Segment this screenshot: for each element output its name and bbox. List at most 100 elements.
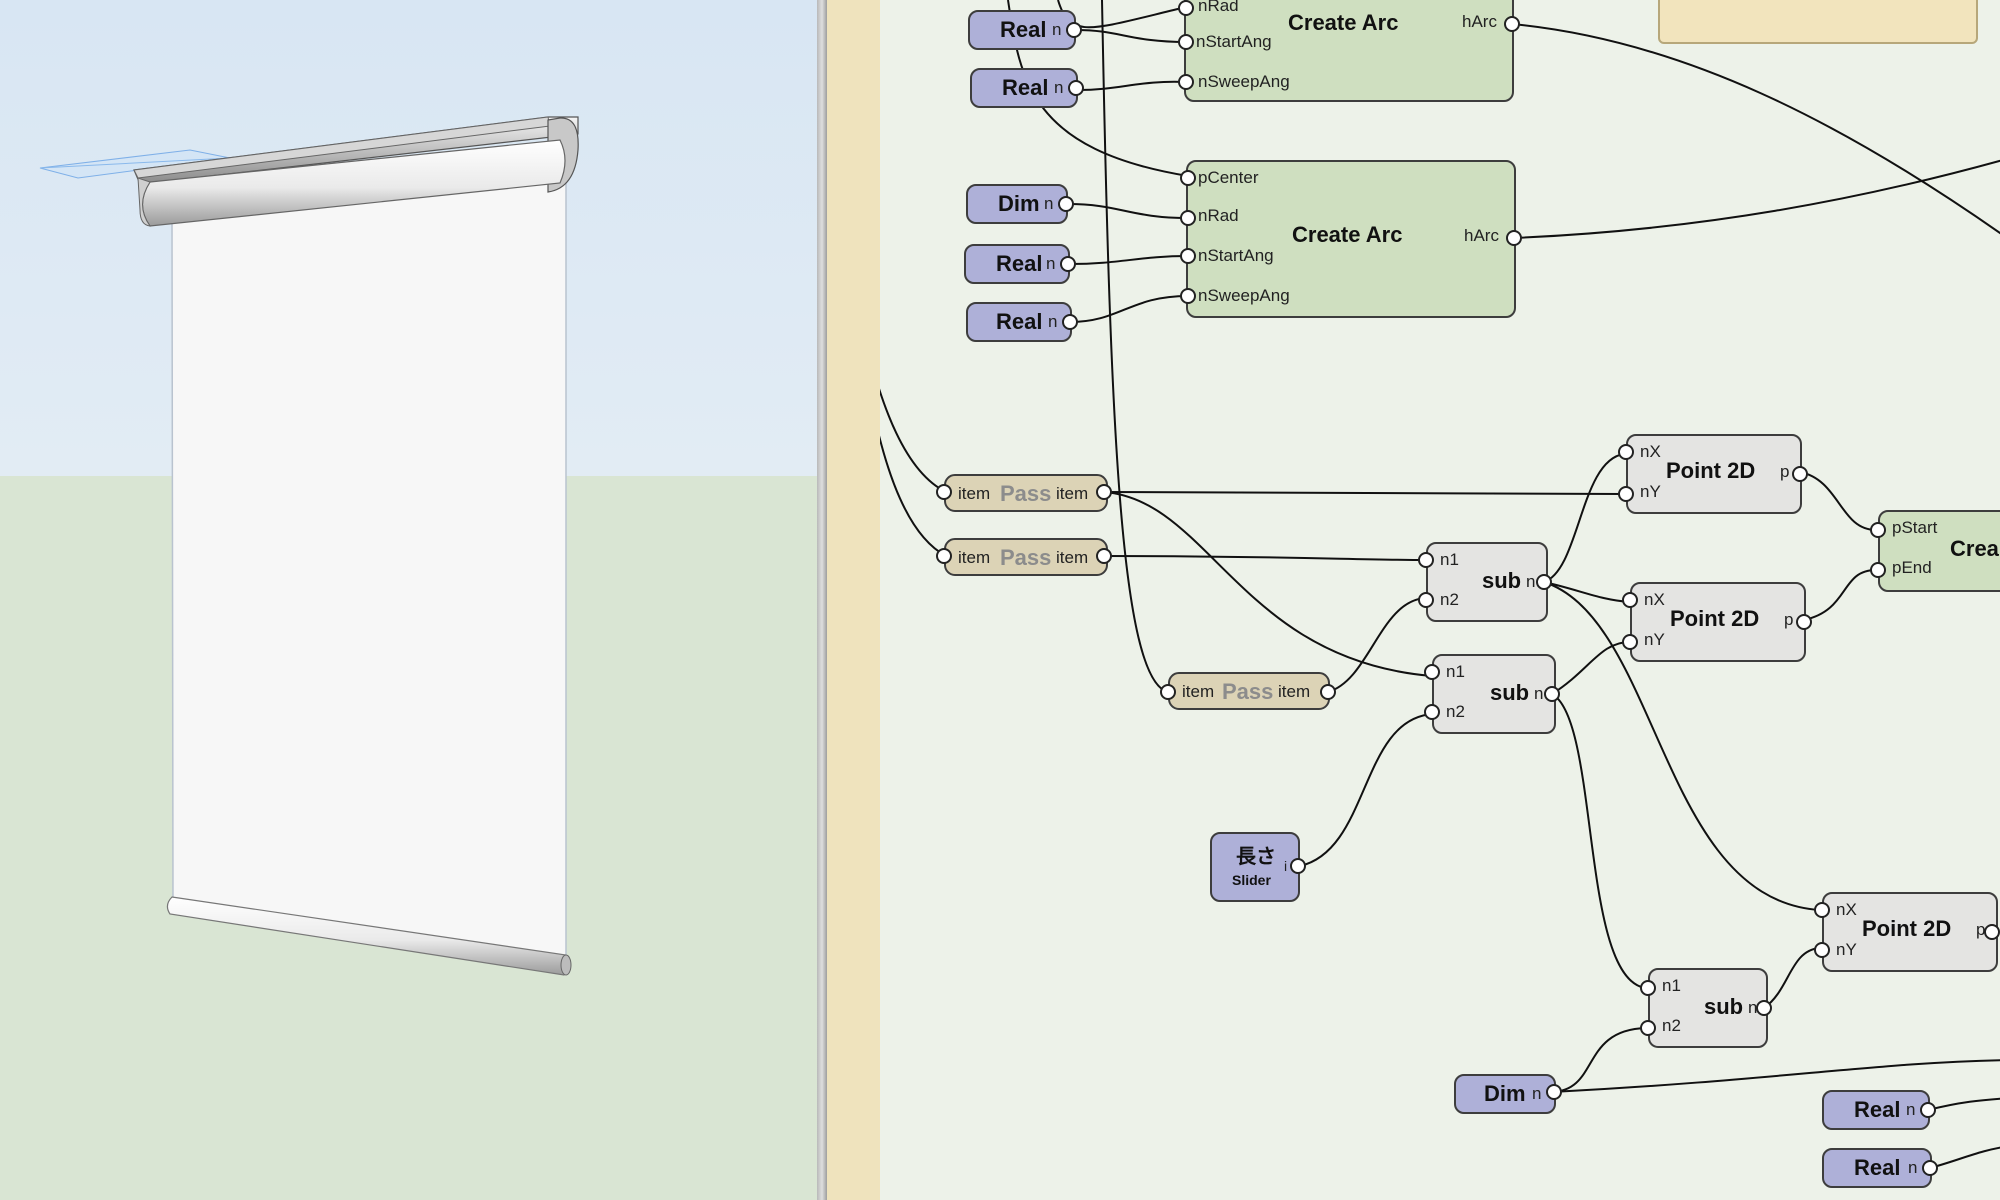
port-label-ny: nY: [1644, 630, 1665, 649]
node-canvas-left-strip: [827, 0, 881, 1200]
port-label-p: p: [1784, 610, 1794, 629]
port-label-n: n: [1046, 254, 1056, 273]
sub-node-2[interactable]: n1 n2 sub n: [1432, 654, 1556, 734]
output-pin-n[interactable]: [1062, 314, 1078, 330]
sub-node-3[interactable]: n1 n2 sub n: [1648, 968, 1768, 1048]
comment-note[interactable]: [1658, 0, 1978, 44]
input-pin-ny[interactable]: [1618, 486, 1634, 502]
node-title: Real: [996, 251, 1043, 276]
point2d-node-2[interactable]: nX nY Point 2D p: [1630, 582, 1806, 662]
3d-viewport[interactable]: [0, 0, 817, 1200]
port-label-nx: nX: [1644, 590, 1665, 609]
pass-node-3[interactable]: item Pass item: [1168, 672, 1330, 710]
real-node-1[interactable]: Real n: [968, 10, 1076, 50]
output-pin-n[interactable]: [1536, 574, 1552, 590]
output-pin-harc[interactable]: [1506, 230, 1522, 246]
input-pin-nstartang[interactable]: [1178, 34, 1194, 50]
length-slider-node[interactable]: 長さ Slider i: [1210, 832, 1300, 902]
node-title: sub: [1482, 568, 1522, 593]
port-label-n: n: [1048, 312, 1058, 331]
port-label-pstart: pStart: [1892, 518, 1938, 537]
port-label-p: p: [1780, 462, 1790, 481]
port-label-item-in: item: [958, 548, 991, 567]
real-node-4[interactable]: Real n: [966, 302, 1072, 342]
blind-fabric: [171, 179, 567, 959]
output-pin-n[interactable]: [1920, 1102, 1936, 1118]
output-pin-harc[interactable]: [1504, 16, 1520, 32]
panel-splitter[interactable]: [817, 0, 827, 1200]
input-pin-n2[interactable]: [1424, 704, 1440, 720]
node-title: Dim: [998, 191, 1040, 216]
point2d-node-3[interactable]: nX nY Point 2D p: [1822, 892, 1998, 972]
real-node-2[interactable]: Real n: [970, 68, 1078, 108]
node-title: 長さ: [1236, 846, 1276, 868]
create-arc-node-1[interactable]: nRad nStartAng nSweepAng Create Arc hArc: [1184, 0, 1514, 102]
output-pin-n[interactable]: [1756, 1000, 1772, 1016]
input-pin-n2[interactable]: [1418, 592, 1434, 608]
output-pin-item[interactable]: [1096, 548, 1112, 564]
sub-node-1[interactable]: n1 n2 sub n: [1426, 542, 1548, 622]
input-pin-n1[interactable]: [1424, 664, 1440, 680]
node-title: Point 2D: [1862, 916, 1952, 941]
output-pin-n[interactable]: [1060, 256, 1076, 272]
node-title: Real: [1854, 1155, 1901, 1180]
input-pin-item[interactable]: [936, 548, 952, 564]
roller-blind-model[interactable]: [0, 0, 817, 1200]
create-line-node[interactable]: pStart pEnd Crea: [1878, 510, 2000, 592]
input-pin-nstartang[interactable]: [1180, 248, 1196, 264]
input-pin-nrad[interactable]: [1178, 0, 1194, 16]
output-pin-n[interactable]: [1544, 686, 1560, 702]
port-label-pend: pEnd: [1892, 558, 1932, 577]
input-pin-nx[interactable]: [1618, 444, 1634, 460]
input-pin-nrad[interactable]: [1180, 210, 1196, 226]
input-pin-ny[interactable]: [1814, 942, 1830, 958]
input-pin-pstart[interactable]: [1870, 522, 1886, 538]
output-pin-p[interactable]: [1792, 466, 1808, 482]
output-pin-n[interactable]: [1068, 80, 1084, 96]
output-pin-item[interactable]: [1096, 484, 1112, 500]
node-title: Crea: [1950, 536, 1999, 561]
node-title: Real: [1000, 17, 1047, 42]
port-label-item-in: item: [1182, 682, 1215, 701]
node-title: Create Arc: [1288, 10, 1399, 35]
pass-node-2[interactable]: item Pass item: [944, 538, 1108, 576]
input-pin-nsweepang[interactable]: [1178, 74, 1194, 90]
real-node-6[interactable]: Real n: [1822, 1148, 1932, 1188]
input-pin-ny[interactable]: [1622, 634, 1638, 650]
node-graph-canvas[interactable]: nRad nStartAng nSweepAng Create Arc hArc…: [880, 0, 2000, 1200]
input-pin-item[interactable]: [1160, 684, 1176, 700]
output-pin-i[interactable]: [1290, 858, 1306, 874]
port-label-item-in: item: [958, 484, 991, 503]
pass-node-1[interactable]: item Pass item: [944, 474, 1108, 512]
output-pin-item[interactable]: [1320, 684, 1336, 700]
node-title: Point 2D: [1666, 458, 1756, 483]
create-arc-node-2[interactable]: pCenter nRad nStartAng nSweepAng Create …: [1186, 160, 1516, 318]
input-pin-nsweepang[interactable]: [1180, 288, 1196, 304]
port-label-item-out: item: [1056, 484, 1089, 503]
input-pin-item[interactable]: [936, 484, 952, 500]
node-title: Pass: [1000, 545, 1052, 570]
output-pin-n[interactable]: [1066, 22, 1082, 38]
node-title: sub: [1490, 680, 1530, 705]
port-label-ny: nY: [1640, 482, 1661, 501]
port-label-n: n: [1534, 684, 1544, 703]
input-pin-nx[interactable]: [1814, 902, 1830, 918]
output-pin-p[interactable]: [1984, 924, 2000, 940]
real-node-5[interactable]: Real n: [1822, 1090, 1930, 1130]
output-pin-n[interactable]: [1058, 196, 1074, 212]
point2d-node-1[interactable]: nX nY Point 2D p: [1626, 434, 1802, 514]
real-node-3[interactable]: Real n: [964, 244, 1070, 284]
input-pin-nx[interactable]: [1622, 592, 1638, 608]
node-title: Create Arc: [1292, 222, 1403, 247]
input-pin-n2[interactable]: [1640, 1020, 1656, 1036]
output-pin-p[interactable]: [1796, 614, 1812, 630]
input-pin-pend[interactable]: [1870, 562, 1886, 578]
input-pin-pcenter[interactable]: [1180, 170, 1196, 186]
input-pin-n1[interactable]: [1640, 980, 1656, 996]
output-pin-n[interactable]: [1922, 1160, 1938, 1176]
headrail: [133, 116, 579, 227]
output-pin-n[interactable]: [1546, 1084, 1562, 1100]
input-pin-n1[interactable]: [1418, 552, 1434, 568]
dim-node-2[interactable]: Dim n: [1454, 1074, 1556, 1114]
dim-node-1[interactable]: Dim n: [966, 184, 1068, 224]
